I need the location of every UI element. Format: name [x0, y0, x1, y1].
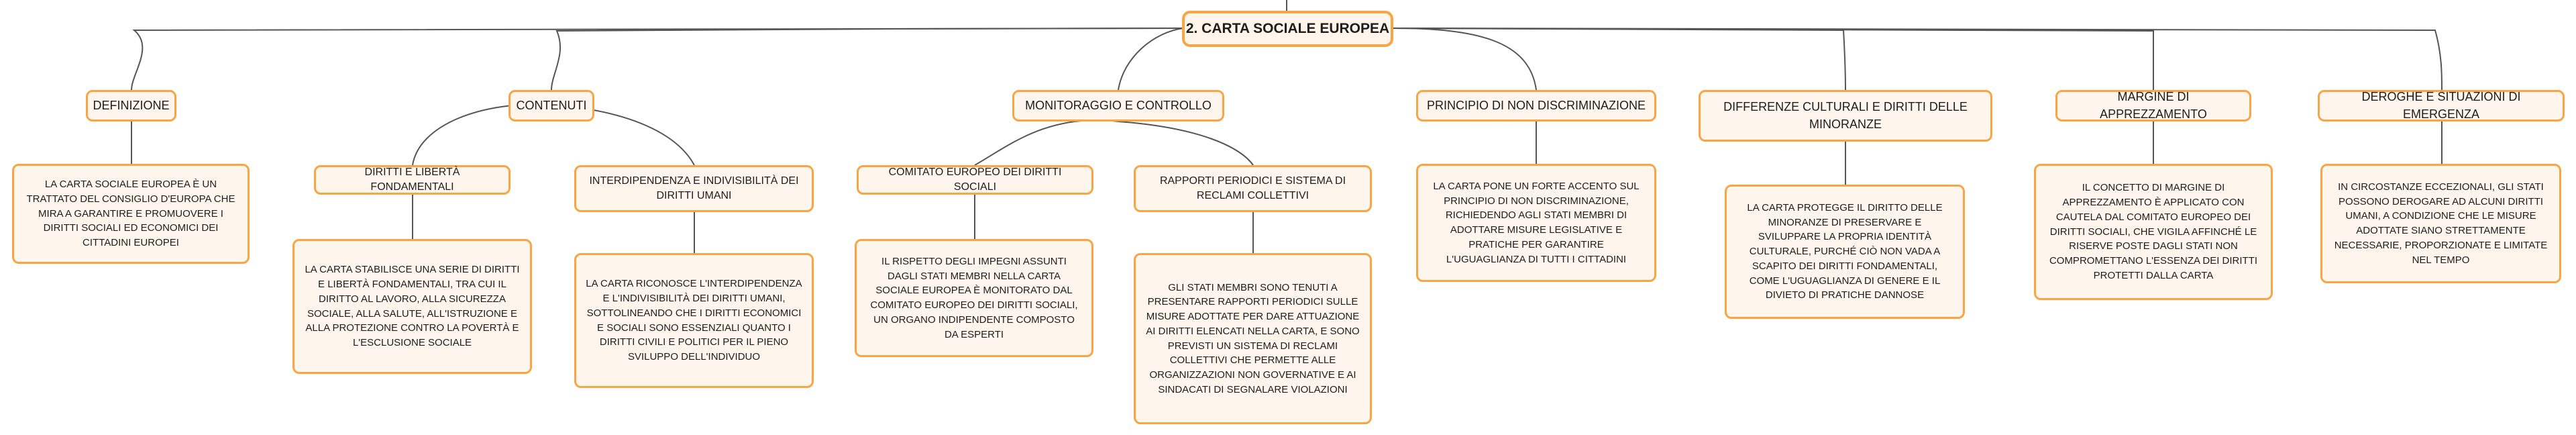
detail-margine-apprezzamento[interactable]: Il concetto di margine di apprezzamento … [2034, 164, 2273, 300]
category-contenuti[interactable]: Contenuti [508, 90, 594, 122]
category-monitoraggio[interactable]: Monitoraggio e controllo [1012, 90, 1224, 122]
detail-rapporti-periodici[interactable]: Gli Stati membri sono tenuti a presentar… [1134, 253, 1372, 424]
category-non-discriminazione[interactable]: Principio di non discriminazione [1416, 90, 1656, 122]
subtopic-comitato-europeo[interactable]: Comitato europeo dei diritti sociali [857, 165, 1093, 195]
detail-diritti-liberta[interactable]: La carta stabilisce una serie di diritti… [292, 239, 532, 374]
subtopic-diritti-liberta[interactable]: Diritti e libertà fondamentali [314, 165, 511, 195]
subtopic-interdipendenza[interactable]: Interdipendenza e indivisibilità dei dir… [574, 165, 814, 212]
detail-interdipendenza[interactable]: La carta riconosce l'interdipendenza e l… [574, 253, 814, 388]
root-topic[interactable]: 2. Carta sociale europea [1182, 11, 1393, 47]
category-minoranze[interactable]: Differenze culturali e diritti delle min… [1699, 90, 1992, 142]
detail-comitato-europeo[interactable]: Il rispetto degli impegni assunti dagli … [855, 239, 1093, 357]
detail-definizione[interactable]: La Carta Sociale Europea è un trattato d… [12, 164, 250, 264]
detail-deroghe[interactable]: In circostanze eccezionali, gli Stati po… [2320, 164, 2561, 283]
detail-minoranze[interactable]: La Carta protegge il diritto delle minor… [1725, 185, 1965, 319]
category-deroghe[interactable]: Deroghe e situazioni di emergenza [2318, 90, 2565, 122]
subtopic-rapporti-periodici[interactable]: Rapporti periodici e sistema di reclami … [1134, 165, 1372, 212]
detail-non-discriminazione[interactable]: La Carta pone un forte accento sul princ… [1416, 164, 1656, 282]
category-definizione[interactable]: Definizione [86, 90, 176, 122]
category-margine-apprezzamento[interactable]: Margine di apprezzamento [2055, 90, 2251, 122]
